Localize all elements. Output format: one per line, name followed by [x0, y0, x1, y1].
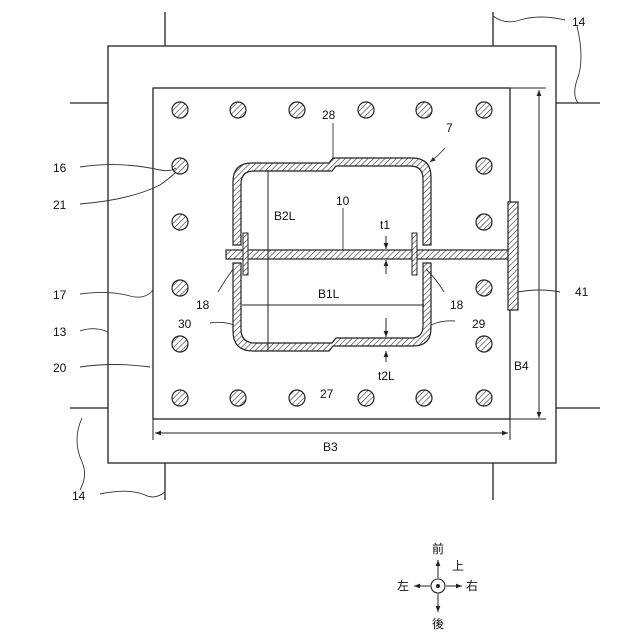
label-21: 21	[53, 198, 67, 212]
compass-right: 右	[466, 578, 478, 593]
label-b4: B4	[514, 359, 529, 373]
label-13: 13	[53, 325, 67, 339]
label-14-bottom: 14	[72, 489, 86, 503]
direction-compass: 前 上 左 右 後	[397, 541, 478, 631]
compass-front: 前	[432, 541, 444, 556]
label-b3: B3	[323, 440, 338, 454]
label-27: 27	[320, 387, 334, 401]
label-20: 20	[53, 361, 67, 375]
label-41: 41	[575, 285, 589, 299]
label-10: 10	[336, 194, 350, 208]
label-14-top: 14	[572, 15, 586, 29]
label-17: 17	[53, 288, 67, 302]
label-30: 30	[178, 317, 192, 331]
label-b1l: B1L	[318, 287, 340, 301]
label-29: 29	[472, 317, 486, 331]
label-18-left: 18	[196, 298, 210, 312]
dimension-lines	[153, 88, 546, 440]
label-7: 7	[446, 121, 453, 135]
label-t1: t1	[380, 218, 390, 232]
label-b2l: B2L	[274, 209, 296, 223]
label-t2l: t2L	[378, 369, 395, 383]
compass-up: 上	[452, 559, 464, 573]
label-16: 16	[53, 161, 67, 175]
label-18-right: 18	[450, 298, 464, 312]
compass-back: 後	[432, 617, 444, 631]
compass-left: 左	[397, 578, 409, 593]
label-28: 28	[322, 108, 336, 122]
